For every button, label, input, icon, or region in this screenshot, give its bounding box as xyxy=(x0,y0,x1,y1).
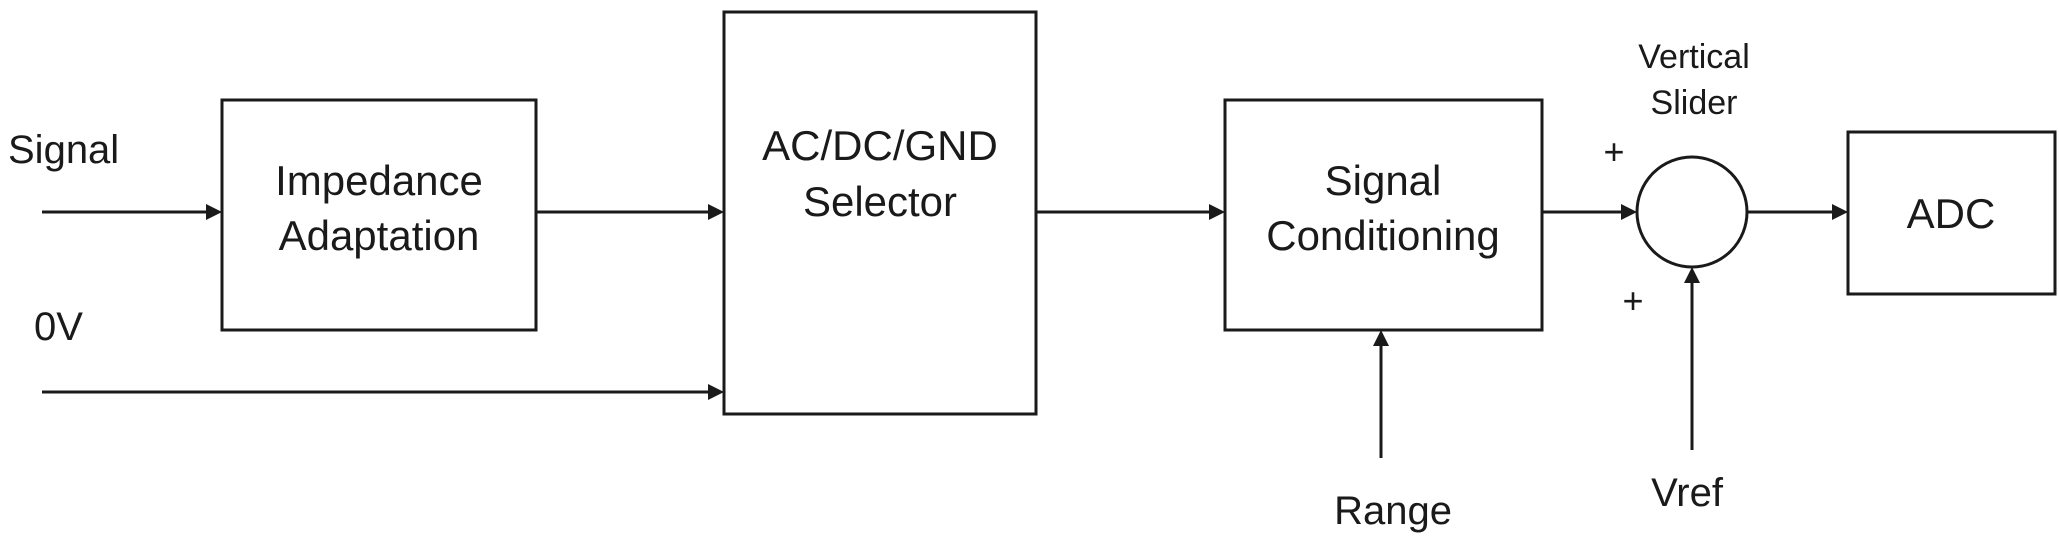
zero-volt-input-label: 0V xyxy=(34,305,83,349)
arrowhead xyxy=(708,384,724,400)
vref-input-label: Vref xyxy=(1651,471,1724,515)
arrowhead xyxy=(206,204,222,220)
arrowhead xyxy=(708,204,724,220)
arrowhead xyxy=(1684,267,1700,283)
conditioning-label-line2: Conditioning xyxy=(1266,212,1500,259)
range-input-label: Range xyxy=(1334,489,1452,533)
conditioning-label-line1: Signal xyxy=(1325,157,1442,204)
summing-junction xyxy=(1635,155,1749,269)
adc-block xyxy=(1846,130,2057,296)
impedance-label-line2: Adaptation xyxy=(279,212,480,259)
signal-input-label: Signal xyxy=(8,128,119,172)
summer-sign-bottom: + xyxy=(1622,280,1643,321)
adc-label: ADC xyxy=(1907,190,1996,237)
impedance-adaptation-block xyxy=(220,98,538,332)
selector-label-line1: AC/DC/GND xyxy=(762,122,998,169)
ac-dc-gnd-selector-block xyxy=(722,10,1038,416)
summer-sign-top: + xyxy=(1603,131,1624,172)
summer-title-line1: Vertical xyxy=(1638,38,1750,76)
arrowhead xyxy=(1832,204,1848,220)
impedance-label-line1: Impedance xyxy=(275,157,483,204)
arrowhead xyxy=(1373,330,1389,346)
arrowhead xyxy=(1621,204,1637,220)
arrowhead xyxy=(1209,204,1225,220)
summer-title-line2: Slider xyxy=(1651,84,1738,122)
signal-conditioning-block xyxy=(1223,98,1544,332)
selector-label-line2: Selector xyxy=(803,178,957,225)
